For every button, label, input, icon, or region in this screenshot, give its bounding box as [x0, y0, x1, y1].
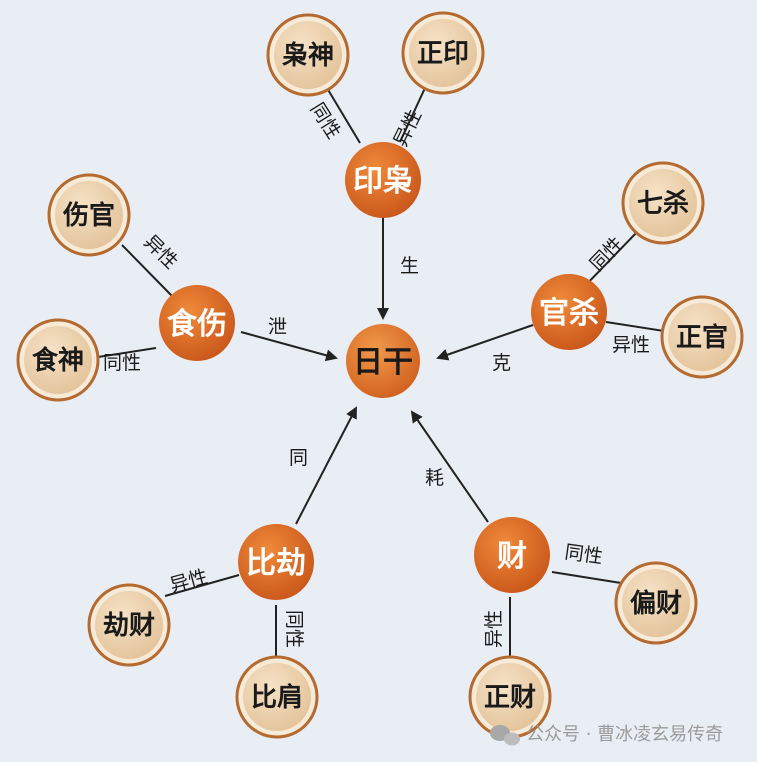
sub-node-zhengguan: 正官: [660, 295, 744, 379]
sub-node-qisha: 七杀: [621, 161, 705, 245]
sub-node-label: 枭神: [282, 40, 334, 71]
main-node-label: 比劫: [246, 546, 306, 581]
sub-node-label: 七杀: [637, 188, 689, 219]
edge-label-qisha-tongxing: 同性: [586, 233, 628, 276]
sub-node-zhengcai: 正财: [468, 655, 552, 739]
sub-node-bijian: 比肩: [235, 655, 319, 739]
edge-label-zhengguan-yixing: 异性: [612, 334, 650, 356]
arrow-bijie-to-center: [295, 406, 357, 525]
sub-node-label: 偏财: [630, 588, 682, 619]
wechat-icon: [490, 725, 520, 746]
main-node-label: 食伤: [167, 307, 227, 342]
edge-label-shangguan-yixing: 异性: [139, 231, 181, 273]
edge-label-jiecai-yixing: 异性: [168, 566, 210, 597]
line-zhengguan: [605, 321, 665, 332]
line-xiaoshen: [326, 87, 361, 144]
edge-label-xie: 泄: [268, 316, 287, 338]
line-qisha: [580, 229, 640, 291]
sub-node-zhengyin: 正印: [401, 11, 485, 95]
sub-node-label: 正财: [484, 683, 536, 713]
center-node-rigan: 日干: [346, 324, 420, 398]
edge-label-piancai-tongxing: 同性: [563, 541, 604, 568]
sub-node-piancai: 偏财: [614, 561, 698, 645]
edge-label-zhengcai-yixing: 异性: [483, 610, 505, 648]
main-node-shishang: 食伤: [159, 285, 235, 361]
line-shishen: [97, 347, 157, 358]
line-zhengyin: [399, 87, 426, 143]
sub-node-jiecai: 劫财: [87, 583, 171, 667]
edge-label-ke: 克: [492, 352, 511, 374]
center-node-label: 日干: [353, 345, 413, 380]
main-node-guansha: 官杀: [531, 274, 607, 350]
sub-node-shishen: 食神: [16, 318, 100, 402]
edge-label-bijian-tongxing: 同性: [283, 610, 305, 648]
main-node-label: 官杀: [539, 296, 599, 331]
arrow-cai-to-center: [410, 410, 489, 523]
edge-label-xiaoshen-tongxing: 同性: [306, 99, 345, 143]
edge-label-hao: 耗: [425, 467, 444, 489]
sub-node-label: 劫财: [103, 611, 155, 641]
arrow-shishang-to-center: [240, 331, 338, 362]
arrow-guansha-to-center: [436, 324, 534, 361]
main-node-bijie: 比劫: [238, 524, 314, 600]
edge-label-tong: 同: [289, 447, 308, 469]
sub-node-label: 伤官: [62, 200, 115, 231]
line-jiecai: [164, 574, 240, 597]
main-node-cai: 财: [474, 517, 550, 593]
line-piancai: [551, 571, 622, 584]
edge-label-shishen-tongxing: 同性: [103, 352, 141, 374]
watermark-text: 公众号 · 曹冰凌玄易传奇: [526, 724, 723, 745]
sub-node-label: 正印: [417, 39, 469, 69]
sub-node-label: 食神: [32, 345, 84, 376]
watermark: 公众号 · 曹冰凌玄易传奇: [490, 724, 723, 746]
edge-label-sheng: 生: [400, 255, 419, 277]
line-shangguan: [121, 244, 173, 297]
main-node-label: 财: [497, 539, 527, 574]
sub-node-label: 比肩: [251, 682, 303, 713]
main-node-yinxiao: 印枭: [345, 142, 421, 218]
sub-node-label: 正官: [676, 322, 728, 353]
main-node-label: 印枭: [353, 164, 413, 199]
edge-label-zhengyin-yixing: 异性: [390, 106, 426, 150]
sub-node-xiaoshen: 枭神: [266, 13, 350, 97]
sub-node-shangguan: 伤官: [47, 173, 131, 257]
